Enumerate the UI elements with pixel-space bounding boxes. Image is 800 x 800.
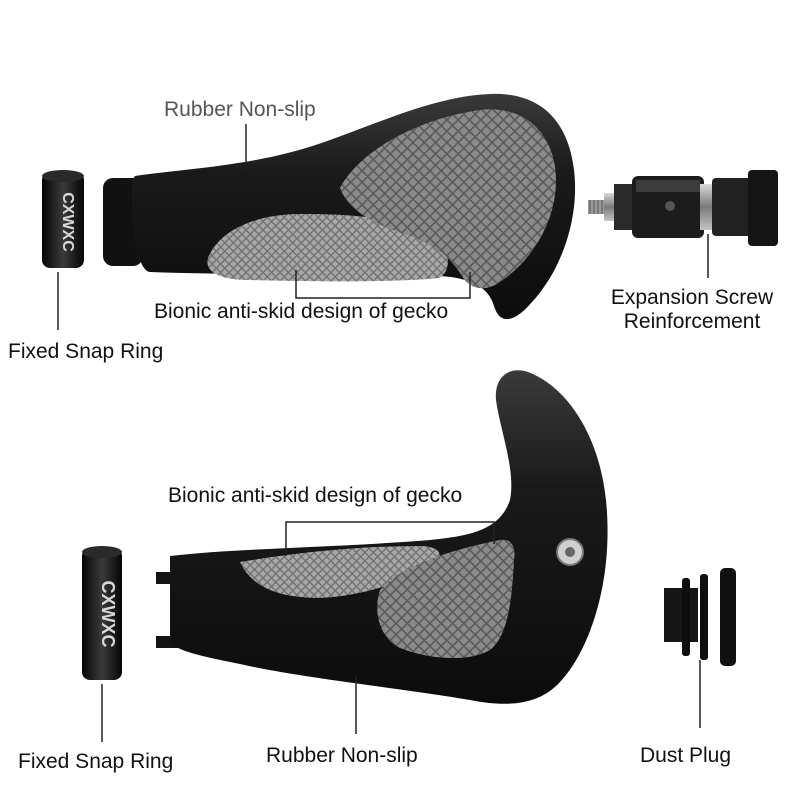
leader-lines-bottom: [101, 521, 701, 742]
grip-top: [103, 93, 576, 320]
dust-plug: [664, 568, 736, 666]
brand-logo-top: CXWXC: [59, 192, 76, 252]
leader-lines-top: [57, 124, 709, 330]
label-gecko-design-bottom: Bionic anti-skid design of gecko: [168, 484, 463, 507]
label-dust-plug: Dust Plug: [640, 744, 732, 767]
snap-ring-bottom: CXWXC: [82, 546, 122, 680]
label-expansion-screw-line2: Reinforcement: [623, 310, 761, 333]
brand-logo-bottom: CXWXC: [98, 581, 118, 648]
grip-bottom: [156, 370, 608, 704]
label-snap-ring-top: Fixed Snap Ring: [8, 340, 164, 363]
label-rubber-non-slip-bottom: Rubber Non-slip: [266, 744, 418, 767]
label-gecko-design-top: Bionic anti-skid design of gecko: [154, 300, 449, 323]
label-rubber-non-slip-top: Rubber Non-slip: [164, 98, 316, 121]
label-expansion-screw-line1: Expansion Screw: [610, 286, 774, 309]
label-snap-ring-bottom: Fixed Snap Ring: [18, 750, 174, 773]
label-expansion-screw: Expansion Screw Reinforcement: [594, 286, 790, 334]
expansion-screw: [588, 170, 778, 246]
snap-ring-top: CXWXC: [42, 170, 84, 268]
